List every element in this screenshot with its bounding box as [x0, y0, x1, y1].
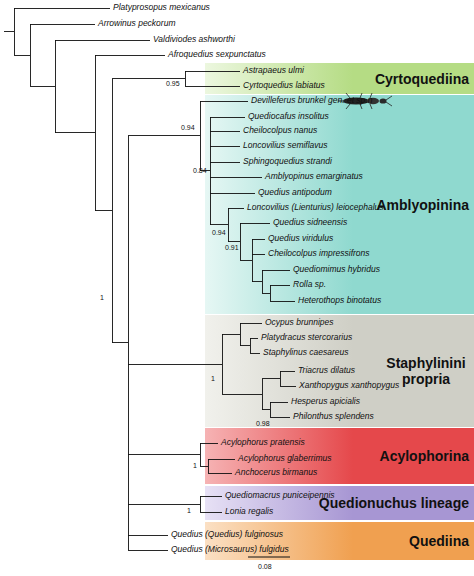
taxon-name: Triacrus dilatus: [298, 365, 355, 376]
support-value: 0.94: [212, 229, 226, 237]
clade-name: Quediina: [409, 533, 469, 549]
taxon-name: Quedius (Quedius) fulginosus: [171, 529, 283, 540]
taxon-name: Lonia regalis: [225, 506, 273, 517]
taxon-name: Cheilocolpus nanus: [243, 125, 317, 136]
taxon-name: Arrowinus peckorum: [98, 18, 175, 29]
taxon-name: Amblyopinus emarginatus: [265, 171, 363, 182]
taxon-name: Afroquedius sexpunctatus: [168, 49, 266, 60]
taxon-name: Hesperus apicialis: [291, 396, 360, 407]
taxon-name: Rolla sp.: [293, 279, 326, 290]
support-value: 0.95: [166, 80, 180, 88]
clade-name: Acylophorina: [380, 448, 469, 464]
taxon-name: Heterothops binotatus: [298, 295, 381, 306]
taxon-name: Loncovilius semiflavus: [243, 140, 328, 151]
taxon-name: Anchocerus birmanus: [235, 467, 317, 478]
taxon-name: Acylophorus glaberrimus: [238, 453, 332, 464]
taxon-name: Staphylinus caesareus: [263, 347, 349, 358]
support-value: 0.84: [193, 167, 207, 175]
taxon-name: Platyprosopus mexicanus: [113, 2, 210, 13]
taxon-name: Devilleferus brunkel gen. et sp.n: [251, 95, 372, 106]
taxon-name: Quediomimus hybridus: [293, 264, 380, 275]
support-value: 0.98: [256, 420, 270, 428]
taxon-name: Astrapaeus ulmi: [243, 65, 304, 76]
taxon-name: Ocypus brunnipes: [265, 317, 334, 328]
support-value: 1: [211, 375, 215, 383]
clade-band: Quediina: [205, 522, 474, 560]
taxon-name: Cheilocolpus impressifrons: [268, 248, 370, 259]
taxon-name: Loncovilius (Lienturius) leiocephalus: [247, 202, 384, 213]
taxon-name: Quedius antipodum: [258, 187, 332, 198]
taxon-name: Quediocafus insolitus: [248, 111, 329, 122]
support-value: 1: [187, 507, 191, 515]
support-value: 0.94: [181, 124, 195, 132]
taxon-name: Quedius sidneensis: [273, 217, 347, 228]
taxon-name: Philonthus splendens: [293, 411, 374, 422]
clade-name: Cyrtoquediina: [375, 71, 469, 87]
taxon-name: Xanthopygus xanthopygus: [299, 380, 399, 391]
support-value: 1: [193, 462, 197, 470]
scale-bar: [248, 557, 290, 558]
taxon-name: Acylophorus pratensis: [221, 437, 305, 448]
taxon-name: Cyrtoquedius labiatus: [243, 80, 325, 91]
taxon-name: Quedius (Microsaurus) fulgidus: [171, 544, 289, 555]
clade-name: Quedionuchus lineage: [319, 495, 469, 511]
support-value: 0.91: [225, 244, 239, 252]
taxon-name: Valdiviodes ashworthi: [153, 34, 235, 45]
taxon-name: Sphingoquedius strandi: [243, 156, 332, 167]
scale-label: 0.08: [258, 563, 272, 571]
taxon-name: Quediomacrus puniceipennis: [225, 490, 335, 501]
taxon-name: Quedius viridulus: [268, 233, 333, 244]
support-value: 1: [100, 294, 104, 302]
taxon-name: Platydracus stercorarius: [261, 332, 352, 343]
clade-name: Amblyopinina: [376, 197, 469, 213]
